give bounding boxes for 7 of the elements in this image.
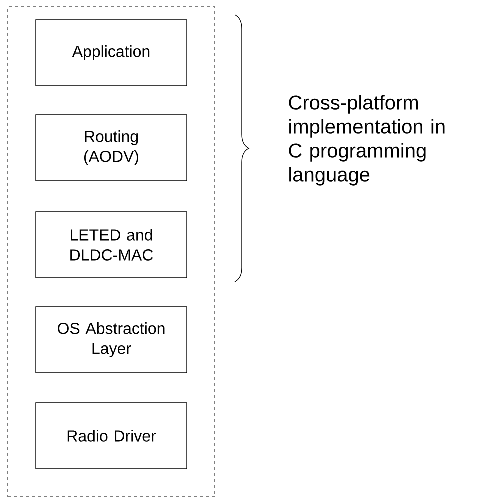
description-text: Cross-platform implementation in C programming language <box>289 95 445 186</box>
layer-box: Radio Driver <box>36 402 188 470</box>
layer-box: OS Abstraction Layer <box>36 306 188 374</box>
layer-box: Routing (AODV) <box>36 114 188 182</box>
layer-box: Application <box>36 20 188 86</box>
layer-box: LETED and DLDC-MAC <box>36 212 188 278</box>
dashed-frame <box>8 6 216 498</box>
